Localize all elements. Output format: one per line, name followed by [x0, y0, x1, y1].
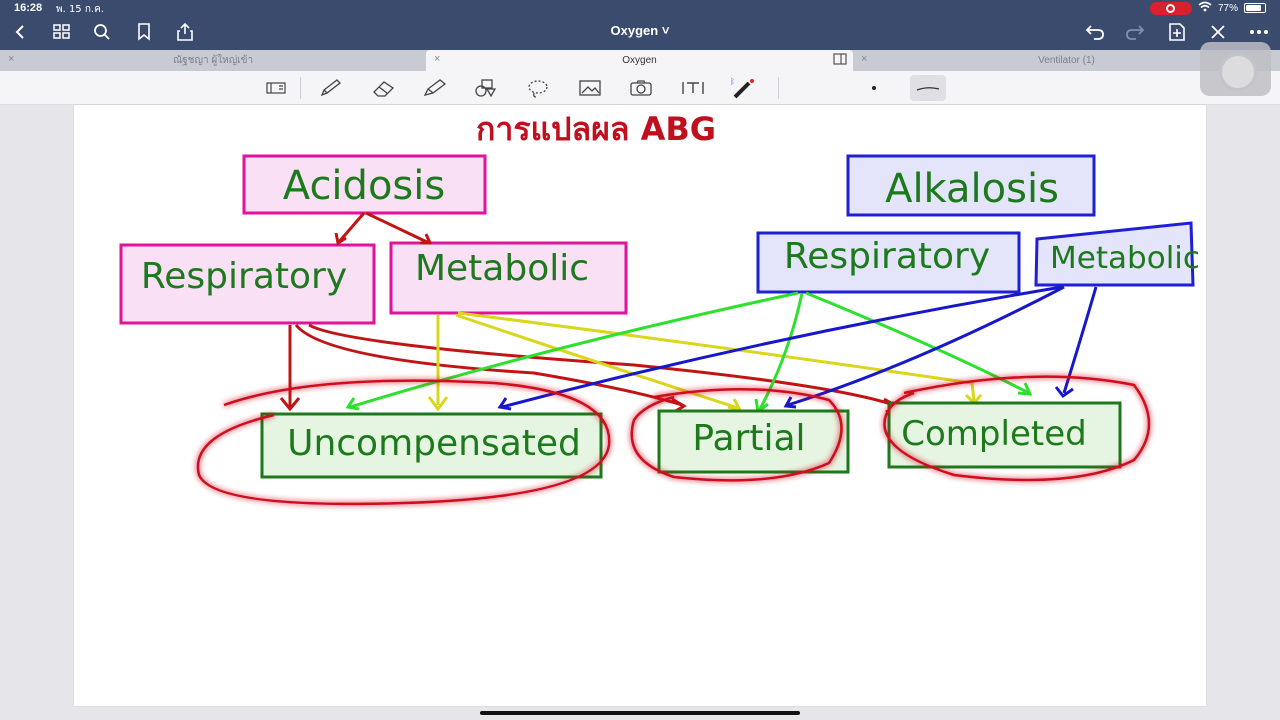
undo-icon[interactable]	[1083, 20, 1107, 44]
page-heading: การแปลผล ABG	[476, 110, 716, 148]
pen-thickness-icon[interactable]	[872, 86, 876, 90]
partial-label: Partial	[692, 418, 805, 459]
tab-label: Oxygen	[622, 55, 657, 66]
status-right: 77%	[1149, 1, 1266, 15]
pen-tool-icon[interactable]	[318, 76, 344, 100]
close-icon[interactable]: ×	[861, 53, 868, 65]
home-indicator[interactable]	[480, 711, 800, 715]
alk-metabolic-box	[1034, 221, 1195, 287]
camera-tool-icon[interactable]	[628, 76, 654, 100]
acid-respiratory-box	[119, 243, 376, 325]
arrows-red	[279, 323, 899, 414]
highlighter-tool-icon[interactable]	[422, 76, 448, 100]
more-icon[interactable]	[1247, 20, 1271, 44]
tab-label: Ventilator (1)	[1038, 55, 1095, 66]
text-tool-icon[interactable]	[680, 76, 706, 100]
share-icon[interactable]	[173, 20, 197, 44]
tab-bar: × ณัฐชญา ผู้ใหญ่เข้า × Oxygen × Ventilat…	[0, 50, 1280, 71]
completed-label: Completed	[901, 414, 1086, 454]
handwritten-diagram: การแปลผล ABG Acidosis Respiratory Metabo…	[119, 110, 1200, 506]
battery-icon	[1244, 3, 1266, 13]
completed-box	[887, 401, 1122, 469]
split-view-icon[interactable]	[833, 53, 847, 68]
alk-respiratory-box	[756, 231, 1021, 294]
read-only-icon[interactable]	[263, 76, 289, 100]
battery-percent: 77%	[1217, 2, 1238, 14]
status-time: 16:28	[14, 2, 43, 14]
acidosis-box	[242, 154, 487, 215]
close-icon[interactable]: ×	[434, 53, 441, 65]
arrows-blue	[497, 285, 1098, 411]
highlight-rings	[196, 375, 1151, 506]
pen-stroke-preview[interactable]	[910, 75, 946, 101]
acid-respiratory-label: Respiratory	[141, 256, 347, 297]
alk-metabolic-label: Metabolic	[1050, 241, 1200, 276]
acidosis-label: Acidosis	[283, 163, 445, 209]
laser-pointer-icon[interactable]: ᛒ	[731, 76, 757, 100]
floating-assistive-touch[interactable]	[1200, 42, 1271, 96]
acid-metabolic-box	[389, 241, 628, 315]
top-bar: 16:28 พ. 15 ก.ค. 77% Oxygen ˅	[0, 0, 1280, 50]
acid-metabolic-label: Metabolic	[415, 248, 589, 289]
screen-record-icon[interactable]	[1149, 1, 1192, 15]
add-page-icon[interactable]	[1165, 20, 1189, 44]
svg-text:ᛒ: ᛒ	[731, 77, 735, 86]
alkalosis-label: Alkalosis	[885, 166, 1059, 212]
lasso-tool-icon[interactable]	[525, 76, 551, 100]
alkalosis-box	[846, 154, 1096, 217]
tab-nutchaya[interactable]: × ณัฐชญา ผู้ใหญ่เข้า	[0, 50, 426, 71]
status-date: พ. 15 ก.ค.	[56, 4, 104, 15]
arrows-yellow	[427, 311, 983, 413]
grid-icon[interactable]	[50, 20, 74, 44]
bookmark-icon[interactable]	[132, 20, 156, 44]
close-pen-icon[interactable]	[1206, 20, 1230, 44]
uncompensated-label: Uncompensated	[287, 423, 581, 464]
image-tool-icon[interactable]	[577, 76, 603, 100]
back-icon[interactable]	[8, 20, 32, 44]
note-page[interactable]: การแปลผล ABG Acidosis Respiratory Metabo…	[74, 105, 1206, 706]
tab-label: ณัฐชญา ผู้ใหญ่เข้า	[172, 55, 254, 66]
arrows-green	[345, 291, 1033, 415]
search-icon[interactable]	[90, 20, 114, 44]
redo-icon[interactable]	[1123, 20, 1147, 44]
tab-ventilator[interactable]: × Ventilator (1)	[853, 50, 1280, 71]
wifi-icon	[1198, 1, 1212, 15]
arrows-acidosis	[334, 211, 433, 246]
alk-respiratory-label: Respiratory	[784, 236, 990, 277]
close-icon[interactable]: ×	[8, 53, 15, 65]
tab-oxygen[interactable]: × Oxygen	[426, 50, 853, 71]
partial-box	[657, 409, 850, 474]
eraser-tool-icon[interactable]	[371, 76, 397, 100]
uncompensated-box	[260, 412, 603, 479]
drawing-toolbar: ᛒ	[0, 71, 1280, 105]
document-title[interactable]: Oxygen ˅	[610, 23, 670, 38]
shapes-tool-icon[interactable]	[473, 76, 499, 100]
